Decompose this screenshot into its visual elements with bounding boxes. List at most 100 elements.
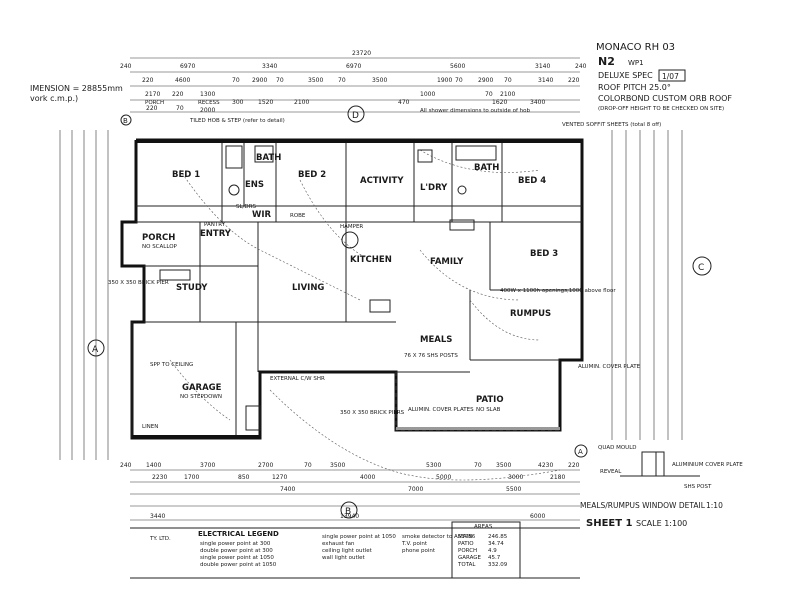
bdim-r1-8: 3500 [496,462,511,469]
dim-row4-6: 1520 [258,99,273,106]
note-linen: LINEN [142,424,158,430]
room-ldry: L'DRY [420,183,448,193]
dim-row3-10: 2900 [478,77,493,84]
dim-row5-0: 220 [146,105,158,112]
room-bed2: BED 2 [298,170,326,180]
dim-row5-2: 2000 [200,107,215,114]
bdim-r1-3: 2700 [258,462,273,469]
dim-row4-9: 70 [485,91,493,98]
dimension-note-line2: vork c.m.p.) [30,94,78,103]
legend-c3-1: T.V. point [401,541,428,547]
areas-heading: AREAS [474,524,493,530]
marker-c: C [698,263,704,273]
bdim-r1-1: 1400 [146,462,161,469]
dim-row5-1: 70 [176,105,184,112]
marker-b-circle [340,501,358,519]
sheet-scale: SCALE 1:100 [636,519,687,528]
dim-row3-1: 4600 [175,77,190,84]
bdim-r3-2: 5500 [506,486,521,493]
area-value-0: 246.85 [488,534,508,540]
note-external-cw: EXTERNAL C/W SHR [270,376,325,382]
note-tiled-hob: TILED HOB & STEP (refer to detail) [189,118,285,124]
legend-c3-0: smoke detector to AS3786 [402,534,476,540]
detail-quad-mould: QUAD MOULD [598,445,637,451]
dim-overall: 23720 [352,50,371,57]
detail-box [641,451,665,477]
bdim-r4-0: 3440 [150,513,165,520]
room-wir: WIR [252,210,272,220]
marker-c-circle [692,256,712,276]
dim-row3-11: 70 [504,77,512,84]
marker-d-circle [347,105,365,123]
dim-row3-6: 70 [338,77,346,84]
legend-c1-1: double power point at 300 [200,548,273,554]
dim-row3-12: 3140 [538,77,553,84]
room-labels: BED 1 ENS BATH BED 2 ACTIVITY L'DRY BATH… [142,153,558,413]
detail-scale: 1:10 [706,501,723,510]
area-label-3: GARAGE [458,555,482,561]
area-value-2: 4.9 [488,548,497,554]
wall-hatching [132,140,582,438]
dim-row4-11: 3400 [530,99,545,106]
room-bath1: BATH [256,153,281,163]
dim-row3-2: 70 [232,77,240,84]
bdim-r2-2: 850 [238,474,250,481]
note-hamper: HAMPER [340,224,363,230]
note-spp: SPP TO CEILING [150,362,193,368]
room-ens: ENS [245,180,264,190]
note-shower-dims: All shower dimensions to outside of hob [420,108,530,114]
room-bath2: BATH [474,163,499,173]
garage-note: NO STEPDOWN [180,394,222,400]
right-dimensions [611,130,683,440]
legend-c1-2: single power point at 1050 [200,555,274,561]
plan-wp: WP1 [628,59,644,67]
room-bed1: BED 1 [172,170,200,180]
bdim-r4-1: 13940 [340,513,359,520]
annotations: SPP TO CEILING EXTERNAL C/W SHR 350 X 35… [108,108,661,430]
bdim-r2-3: 1270 [272,474,287,481]
dim-row2-5: 3140 [535,63,550,70]
dim-row4-8: 470 [398,99,410,106]
bdim-r1-7: 70 [474,462,482,469]
marker-a-right: A [578,448,583,456]
dimension-note-line1: IMENSION = 28855mm [30,84,123,93]
marker-b-left-circle [120,114,132,126]
bdim-r1-5: 3500 [330,462,345,469]
room-study: STUDY [176,283,208,293]
bdim-r2-5: 5000 [436,474,451,481]
bdim-r1-9: 4230 [538,462,553,469]
porch-note: NO SCALLOP [142,244,178,250]
legend-c2-1: exhaust fan [322,541,355,547]
dim-row4-7: 2100 [294,99,309,106]
note-vented-soffit: VENTED SOFFIT SHEETS (total 8 off) [562,122,661,128]
room-activity: ACTIVITY [360,176,404,186]
dim-row2-2: 3340 [262,63,277,70]
top-dimensions: 23720 240 6970 3340 6970 5600 3140 240 2… [120,50,587,114]
area-label-1: PATIO [458,541,474,547]
bdim-r3-0: 7400 [280,486,295,493]
detail-title: MEALS/RUMPUS WINDOW DETAIL [580,501,706,510]
room-family: FAMILY [430,257,464,267]
bdim-r4-2: 6000 [530,513,545,520]
bdim-r2-0: 2230 [152,474,167,481]
area-value-4: 332.09 [488,562,508,568]
dim-row3-8: 1900 [437,77,452,84]
bdim-r1-2: 3700 [200,462,215,469]
area-value-1: 34.74 [488,541,504,547]
plan-code: N2 [598,55,615,68]
note-cover-plate: ALUMIN. COVER PLATE [578,364,641,370]
detail-reveal: REVEAL [600,469,622,475]
dim-row3-3: 2900 [252,77,267,84]
room-porch: PORCH [142,233,175,243]
room-bed3: BED 3 [530,249,558,259]
detail-shs-post: SHS POST [684,484,712,490]
note-rumpus-opening: 400W x 1100h openings,1000 above floor [500,288,616,294]
dim-row4-0: 2170 [145,91,160,98]
note-brick-pier-left: 350 X 350 BRICK PIER [108,280,169,286]
plan-spec: DELUXE SPEC [598,71,653,80]
legend-c1-3: double power point at 1050 [200,562,277,568]
room-kitchen: KITCHEN [350,255,392,265]
dim-row2-4: 5600 [450,63,465,70]
dim-row3-9: 70 [455,77,463,84]
fixtures [159,145,497,431]
